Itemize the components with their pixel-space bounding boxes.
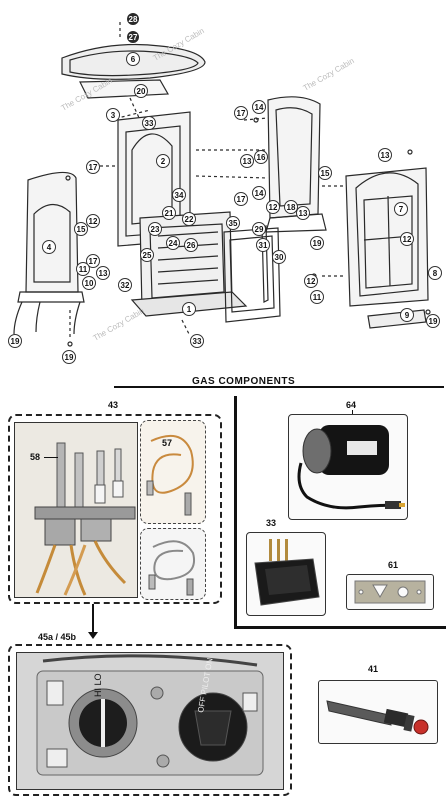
part-41-label: 41 [368,664,379,674]
part-45-box [8,644,292,796]
callout-10: 10 [82,276,96,290]
callout-27: 27 [126,30,140,44]
callout-29: 29 [252,222,266,236]
part-45-label: 45a / 45b [38,632,77,642]
part-33-label: 33 [266,518,277,528]
pilot-assembly-photo [14,422,138,598]
callout-13-b: 13 [240,154,254,168]
gas-valve-illustration: HI LO OFF PILOT ON [17,653,283,789]
blower-photo [288,414,408,520]
callout-35: 35 [226,216,240,230]
callout-33-bottom: 33 [190,334,204,348]
igniter-photo [318,680,438,744]
callout-24: 24 [166,236,180,250]
exploded-stove-diagram [13,22,431,347]
callout-17-c: 17 [234,106,248,120]
part-43-label: 43 [108,400,119,410]
callout-13-c: 13 [296,206,310,220]
rocker-switch-illustration [254,539,320,606]
callout-2: 2 [156,154,170,168]
section-divider [114,386,444,388]
gasket-illustration [354,580,426,604]
callout-30: 30 [272,250,286,264]
part-58-leader [44,457,58,458]
callout-12-d: 12 [304,274,318,288]
callout-19-d: 19 [426,314,440,328]
rocker-switch-photo [246,532,326,616]
callout-11-a: 11 [76,262,90,276]
thermopile-photo [140,528,206,600]
callout-20: 20 [134,84,148,98]
callout-14-b: 14 [252,186,266,200]
callout-12-c: 12 [400,232,414,246]
callout-34: 34 [172,188,186,202]
gas-valve-photo: HI LO OFF PILOT ON [16,652,284,790]
callout-19-a: 19 [8,334,22,348]
callout-33-top: 33 [142,116,156,130]
callout-15-b: 15 [318,166,332,180]
callout-21: 21 [162,206,176,220]
blower-illustration [297,425,405,510]
callout-8: 8 [428,266,442,280]
callout-22: 22 [182,212,196,226]
callout-12-a: 12 [86,214,100,228]
callout-7: 7 [394,202,408,216]
callout-28: 28 [126,12,140,26]
callout-16: 16 [254,150,268,164]
part-57-label: 57 [162,438,173,448]
callout-23: 23 [148,222,162,236]
callout-17-b: 17 [86,254,100,268]
callout-31: 31 [256,238,270,252]
pilot-assembly-illustration [15,423,137,597]
part-64-label: 64 [346,400,357,410]
igniter-illustration [326,700,429,735]
callout-9: 9 [400,308,414,322]
thermocouple-illustration [146,434,194,516]
callout-11-b: 11 [310,290,324,304]
horizontal-divider [234,626,446,629]
vertical-divider [234,396,237,628]
callout-26: 26 [184,238,198,252]
callout-1: 1 [182,302,196,316]
callout-15-a: 15 [74,222,88,236]
callout-17-d: 17 [234,192,248,206]
part-58-label: 58 [30,452,41,462]
down-arrow-icon [92,604,94,634]
part-61-label: 61 [388,560,399,570]
callout-19-b: 19 [62,350,76,364]
callout-4: 4 [42,240,56,254]
callout-6: 6 [126,52,140,66]
part-64-leader [352,410,353,416]
callout-14-a: 14 [252,100,266,114]
gasket-photo [346,574,434,610]
callout-12-b: 12 [266,200,280,214]
gas-components-title: GAS COMPONENTS [192,376,296,387]
svg-text:HI LO: HI LO [93,673,103,697]
callout-13-a: 13 [96,266,110,280]
thermocouple-photo [140,420,206,524]
callout-17-a: 17 [86,160,100,174]
thermopile-illustration [148,540,195,596]
callout-3: 3 [106,108,120,122]
callout-13-d: 13 [378,148,392,162]
callout-32: 32 [118,278,132,292]
down-arrow-head [88,632,98,639]
part-43-box [8,414,222,604]
callout-25: 25 [140,248,154,262]
callout-19-c: 19 [310,236,324,250]
